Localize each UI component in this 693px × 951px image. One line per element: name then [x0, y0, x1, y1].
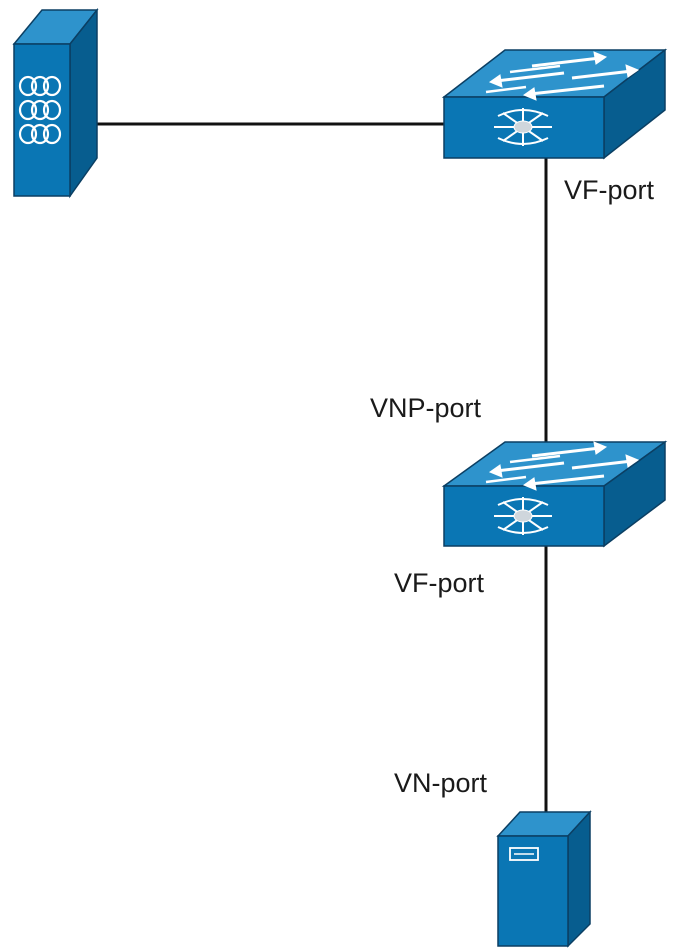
- vn-port-label: VN-port: [394, 768, 488, 798]
- server-icon: [496, 810, 592, 948]
- vnp-port-label: VNP-port: [370, 393, 482, 423]
- vf-port-label-middle: VF-port: [394, 568, 485, 598]
- vf-port-label-top: VF-port: [564, 175, 655, 205]
- fabric-switch-icon: [441, 48, 668, 160]
- storage-array-icon: [12, 7, 99, 199]
- npv-switch-icon: [441, 440, 668, 548]
